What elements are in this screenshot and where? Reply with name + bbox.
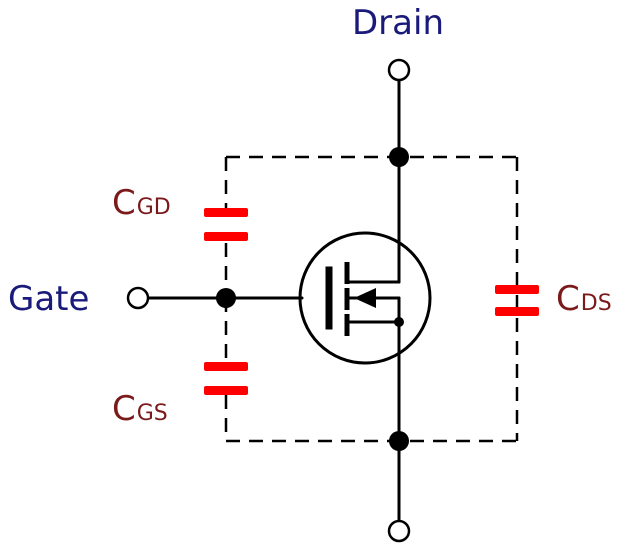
source-terminal — [387, 519, 411, 543]
cds-capacitor — [495, 285, 539, 316]
cgs-capacitor — [204, 362, 248, 395]
mosfet-symbol — [298, 231, 432, 365]
cds-label: CDS — [556, 279, 612, 319]
source-junction-node — [389, 431, 409, 451]
gate-label: Gate — [8, 279, 89, 319]
gate-junction-node — [216, 288, 236, 308]
cgs-label: CGS — [112, 389, 168, 429]
gate-terminal — [126, 286, 150, 310]
drain-terminal — [387, 58, 411, 82]
dashed-enclosure — [224, 155, 519, 443]
drain-junction-node — [389, 147, 409, 167]
cgd-label: CGD — [112, 183, 171, 223]
cgd-capacitor — [204, 208, 248, 241]
body-diode-arrow — [354, 288, 376, 308]
drain-label: Drain — [352, 3, 444, 43]
